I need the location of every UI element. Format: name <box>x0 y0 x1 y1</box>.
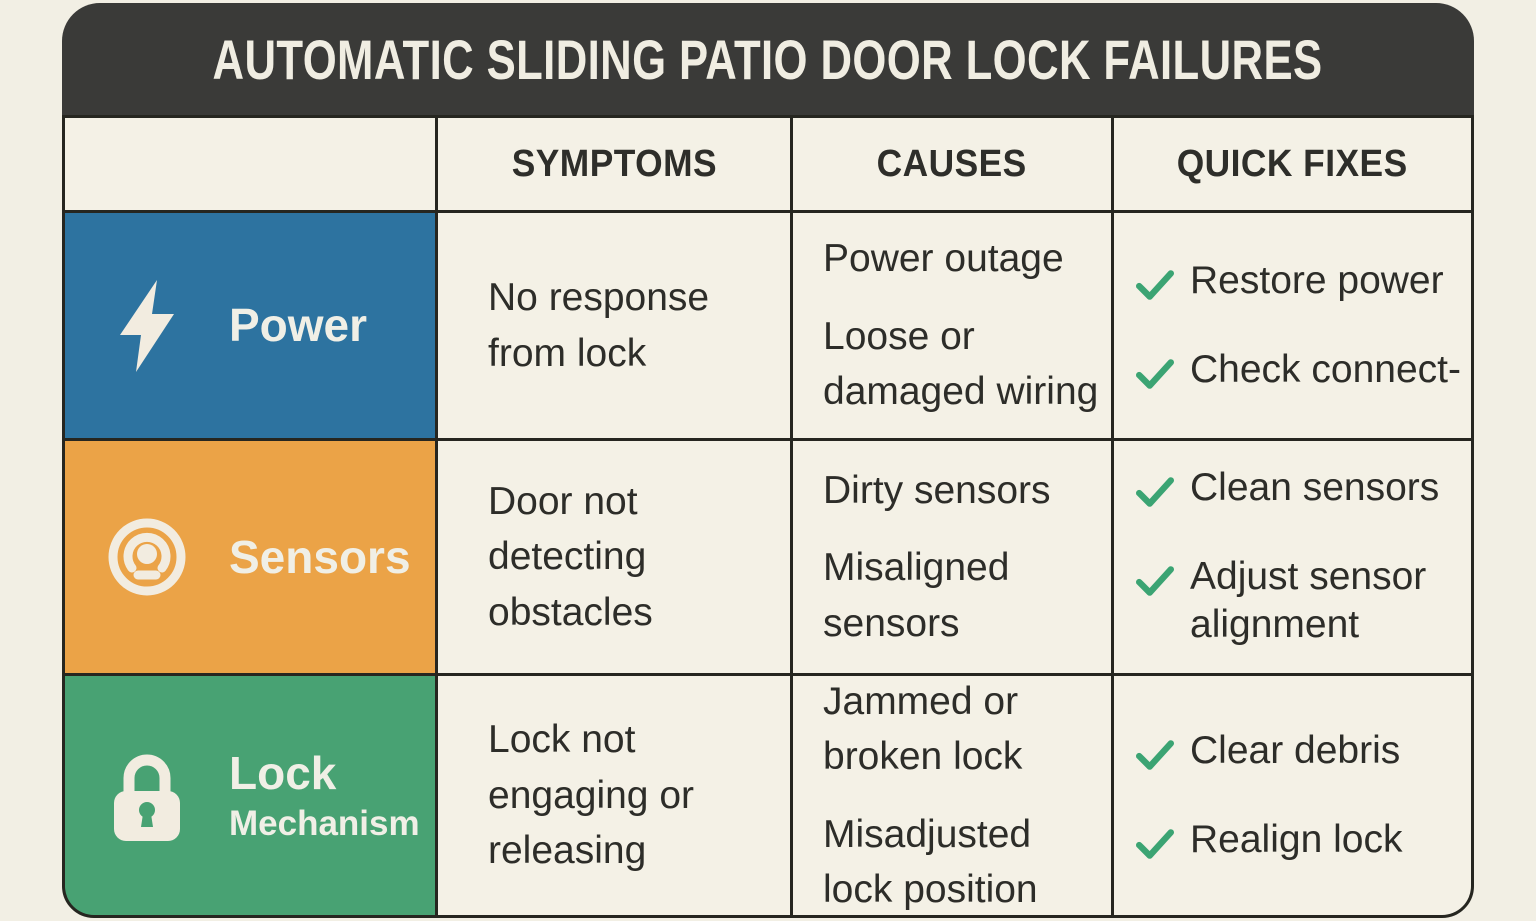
cause-text: Misadjusted lock position <box>823 812 1038 911</box>
category-cell-sensors: Sensors <box>65 441 435 673</box>
symptoms-cell-power: No response from lock <box>438 213 790 438</box>
symptom-text: Lock not engaging or releasing <box>488 718 695 873</box>
causes-cell-power: Power outage Loose or damaged wiring <box>793 213 1111 438</box>
fix-item: Adjust sensor alignment <box>1136 553 1467 651</box>
category-cell-power: Power <box>65 213 435 438</box>
failure-table: SYMPTOMS CAUSES QUICK FIXES Power No res… <box>62 115 1474 918</box>
causes-cell-sensors: Dirty sensors Misaligned sensors <box>793 441 1111 673</box>
page-title: AUTOMATIC SLIDING PATIO DOOR LOCK FAILUR… <box>213 27 1323 91</box>
fixes-cell-sensors: Clean sensors Adjust sensor alignment <box>1114 441 1471 673</box>
cause-text: Power outage <box>823 237 1064 281</box>
col-header-quick-fixes-label: QUICK FIXES <box>1177 142 1408 185</box>
symptom-text: No response from lock <box>488 276 710 375</box>
symptoms-cell-sensors: Door not detecting obstacles <box>438 441 790 673</box>
cause-text: Jammed or broken lock <box>823 679 1023 779</box>
fix-text: Clear debris <box>1190 728 1401 772</box>
cause-text: Misaligned sensors <box>823 546 1010 645</box>
fix-item: Restore power <box>1136 257 1467 306</box>
category-label-power: Power <box>229 299 368 352</box>
cause-text: Dirty sensors <box>823 468 1051 512</box>
fix-item: Clean sensors <box>1136 464 1467 513</box>
check-icon <box>1136 565 1174 596</box>
col-header-causes-label: CAUSES <box>876 142 1028 185</box>
fixes-cell-power: Restore power Check connect- <box>1114 213 1471 438</box>
fix-item: Check connect- <box>1136 346 1467 395</box>
title-band: AUTOMATIC SLIDING PATIO DOOR LOCK FAILUR… <box>62 3 1474 115</box>
col-header-causes: CAUSES <box>793 118 1111 210</box>
fix-item: Realign lock <box>1136 816 1467 865</box>
fix-item: Clear debris <box>1136 727 1467 776</box>
fix-text: Check connect- <box>1190 347 1461 391</box>
fix-text: Clean sensors <box>1190 465 1440 509</box>
fix-text: Adjust sensor alignment <box>1190 554 1427 647</box>
infographic-card: AUTOMATIC SLIDING PATIO DOOR LOCK FAILUR… <box>62 3 1474 918</box>
category-label-lock-mechanism: Lock Mechanism <box>229 746 420 843</box>
fix-text: Restore power <box>1190 258 1444 302</box>
fix-text: Realign lock <box>1190 817 1403 861</box>
fixes-cell-lock: Clear debris Realign lock <box>1114 676 1471 915</box>
check-icon <box>1136 358 1174 389</box>
check-icon <box>1136 739 1174 770</box>
causes-cell-lock: Jammed or broken lock Misadjusted lock p… <box>793 676 1111 915</box>
col-header-symptoms-label: SYMPTOMS <box>511 142 717 185</box>
sensor-icon <box>101 515 193 599</box>
col-header-quick-fixes: QUICK FIXES <box>1114 118 1471 210</box>
col-header-symptoms: SYMPTOMS <box>438 118 790 210</box>
category-label-sensors: Sensors <box>229 530 411 583</box>
symptom-text: Door not detecting obstacles <box>488 479 653 634</box>
lightning-icon <box>101 278 193 374</box>
corner-cell <box>65 118 435 210</box>
padlock-icon <box>101 749 193 843</box>
category-cell-lock-mechanism: Lock Mechanism <box>65 676 435 915</box>
check-icon <box>1136 477 1174 507</box>
check-icon <box>1136 269 1174 300</box>
symptoms-cell-lock: Lock not engaging or releasing <box>438 676 790 915</box>
check-icon <box>1136 828 1174 859</box>
cause-text: Loose or damaged wiring <box>823 314 1099 414</box>
